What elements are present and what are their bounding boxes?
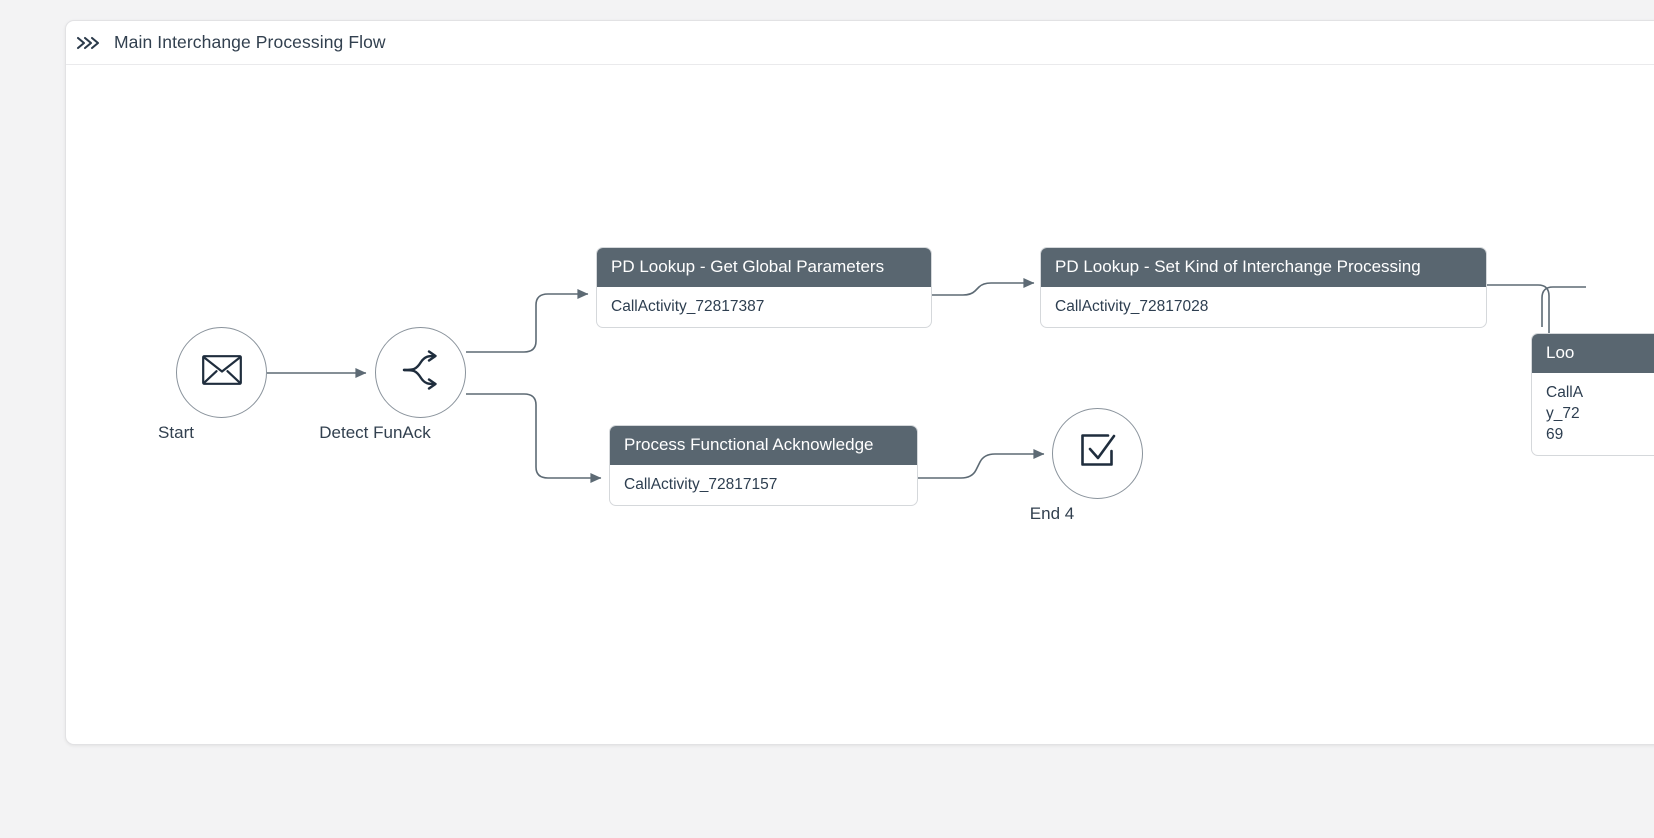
task-title: PD Lookup - Set Kind of Interchange Proc… xyxy=(1041,248,1486,287)
task-title: Process Functional Acknowledge xyxy=(610,426,917,465)
task-card-get-global-parameters[interactable]: PD Lookup - Get Global Parameters CallAc… xyxy=(596,247,932,328)
event-end-4-label: End 4 xyxy=(1029,504,1075,523)
event-start-label: Start xyxy=(158,423,194,442)
checkbox-check-icon xyxy=(1078,431,1118,476)
task-card-loop-clipped[interactable]: Loo CallA y_72 69 xyxy=(1531,333,1654,456)
task-activity-id-line-2: y_72 xyxy=(1546,405,1580,422)
task-title: PD Lookup - Get Global Parameters xyxy=(597,248,931,287)
task-activity-id: CallA y_72 69 xyxy=(1532,373,1654,455)
task-card-process-functional-acknowledge[interactable]: Process Functional Acknowledge CallActiv… xyxy=(609,425,918,506)
gateway-circle[interactable] xyxy=(375,327,466,418)
chevron-double-right-icon[interactable] xyxy=(74,35,102,51)
branch-split-icon xyxy=(399,350,443,395)
event-detect-funack-label: Detect FunAck xyxy=(319,423,431,442)
task-activity-id: CallActivity_72817028 xyxy=(1055,298,1209,315)
start-event-circle[interactable] xyxy=(176,327,267,418)
envelope-icon xyxy=(201,355,242,390)
page-title: Main Interchange Processing Flow xyxy=(114,32,386,52)
task-title: Loo xyxy=(1532,334,1654,373)
task-activity-id: CallActivity_72817387 xyxy=(611,298,765,315)
task-activity-id: CallActivity_72817157 xyxy=(624,476,778,493)
flow-connectors xyxy=(267,278,1589,483)
task-card-set-kind-of-interchange-processing[interactable]: PD Lookup - Set Kind of Interchange Proc… xyxy=(1040,247,1487,328)
task-activity-id-line-3: 69 xyxy=(1546,426,1564,443)
flow-panel: Main Interchange Processing Flow xyxy=(65,20,1654,745)
end-event-circle[interactable] xyxy=(1052,408,1143,499)
diagram-canvas[interactable]: Start Detect FunAck xyxy=(66,65,1654,744)
task-activity-id-line-1: CallA xyxy=(1546,384,1584,401)
panel-header: Main Interchange Processing Flow xyxy=(66,21,1654,65)
